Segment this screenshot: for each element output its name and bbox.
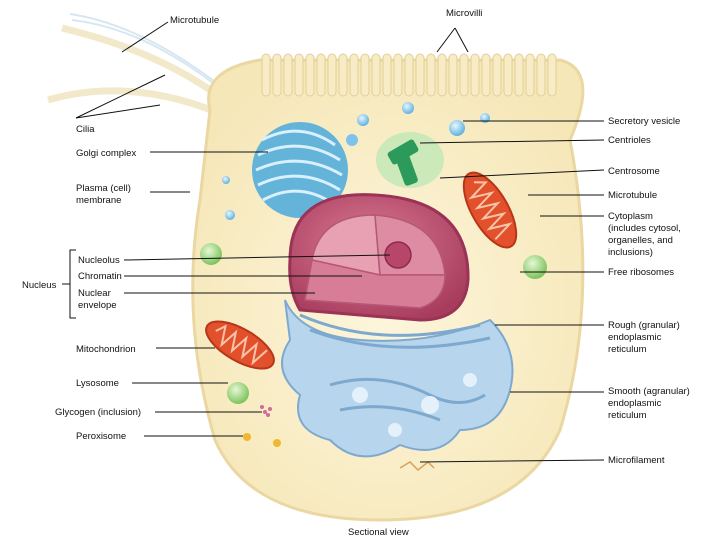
microvillus <box>426 53 436 97</box>
free-ribosome-cluster <box>523 255 547 279</box>
centrosome <box>376 132 444 188</box>
microvillus <box>371 53 381 97</box>
microvillus <box>415 53 425 97</box>
label-rough-er-3: reticulum <box>608 344 647 355</box>
microvillus <box>470 53 480 97</box>
label-rough-er-1: Rough (granular) <box>608 320 680 331</box>
label-smooth-er-2: endoplasmic <box>608 398 662 409</box>
label-nuclear-1: Nuclear <box>78 288 111 299</box>
secretory-vesicle <box>449 120 465 136</box>
label-cytoplasm-2: (includes cytosol, <box>608 223 681 234</box>
microvilli <box>261 53 557 97</box>
glycogen-inclusion <box>260 405 272 417</box>
label-plasma-1: Plasma (cell) <box>76 183 131 194</box>
microvillus <box>327 53 337 97</box>
lysosome-upper <box>200 243 222 265</box>
label-lysosome: Lysosome <box>76 378 119 389</box>
microvillus <box>459 53 469 97</box>
microvillus <box>305 53 315 97</box>
peroxisome-2 <box>273 439 281 447</box>
caption-sectional-view: Sectional view <box>348 527 409 538</box>
endoplasmic-reticulum <box>281 299 514 458</box>
label-glycogen: Glycogen (inclusion) <box>55 407 141 418</box>
microvillus <box>547 53 557 97</box>
microvillus <box>448 53 458 97</box>
microvillus <box>283 53 293 97</box>
label-cilia: Cilia <box>76 124 95 135</box>
microvillus <box>382 53 392 97</box>
label-chromatin: Chromatin <box>78 271 122 282</box>
microvillus <box>261 53 271 97</box>
microvillus <box>404 53 414 97</box>
microvillus <box>338 53 348 97</box>
microvillus <box>525 53 535 97</box>
label-peroxisome: Peroxisome <box>76 431 126 442</box>
leader-lines <box>62 21 605 463</box>
vesicle <box>402 102 414 114</box>
label-microvilli: Microvilli <box>446 8 482 19</box>
microvillus <box>316 53 326 97</box>
vesicle <box>357 114 369 126</box>
vesicle <box>222 176 230 184</box>
mitochondrion <box>205 320 275 370</box>
label-cytoplasm-3: organelles, and <box>608 235 673 246</box>
label-mitochondrion: Mitochondrion <box>76 344 136 355</box>
microvillus <box>481 53 491 97</box>
microvillus <box>437 53 447 97</box>
label-free-ribosomes: Free ribosomes <box>608 267 674 278</box>
label-nucleolus: Nucleolus <box>78 255 120 266</box>
label-cytoplasm-1: Cytoplasm <box>608 211 653 222</box>
microvillus <box>536 53 546 97</box>
label-secretory-vesicle: Secretory vesicle <box>608 116 680 127</box>
microvillus <box>349 53 359 97</box>
lysosome <box>227 382 249 404</box>
label-cytoplasm-4: inclusions) <box>608 247 653 258</box>
golgi-complex <box>252 122 361 218</box>
label-smooth-er-1: Smooth (agranular) <box>608 386 690 397</box>
microvillus <box>492 53 502 97</box>
microvillus <box>514 53 524 97</box>
microvillus <box>503 53 513 97</box>
label-plasma-2: membrane <box>76 195 121 206</box>
label-microtubule-top: Microtubule <box>170 15 219 26</box>
microvillus <box>272 53 282 97</box>
peroxisome <box>243 433 251 441</box>
label-microtubule-right: Microtubule <box>608 190 657 201</box>
vesicle <box>225 210 235 220</box>
label-microfilament: Microfilament <box>608 455 665 466</box>
label-centrioles: Centrioles <box>608 135 651 146</box>
label-rough-er-2: endoplasmic <box>608 332 662 343</box>
microvillus <box>393 53 403 97</box>
microvillus <box>360 53 370 97</box>
label-golgi: Golgi complex <box>76 148 136 159</box>
label-smooth-er-3: reticulum <box>608 410 647 421</box>
nucleus <box>288 193 470 322</box>
mitochondrion-upper <box>462 171 518 249</box>
microfilament <box>399 460 435 472</box>
label-nucleus: Nucleus <box>22 280 57 291</box>
label-nuclear-2: envelope <box>78 300 117 311</box>
label-centrosome: Centrosome <box>608 166 660 177</box>
microvillus <box>294 53 304 97</box>
